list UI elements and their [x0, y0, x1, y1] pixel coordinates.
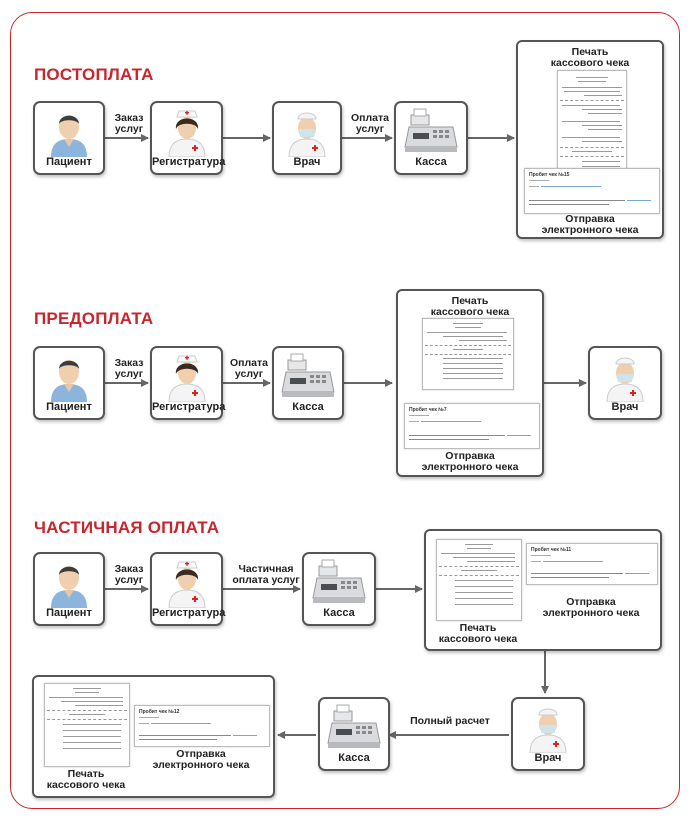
patient-icon: [51, 115, 87, 157]
paper-receipt: [436, 539, 522, 621]
diagram-frame: [10, 12, 680, 809]
paper-receipt: [422, 318, 514, 390]
cash-register-icon: [281, 353, 335, 397]
node-label: Регистратура: [152, 607, 226, 619]
node-cashier-postpay: Касса: [394, 101, 468, 175]
node-label: Регистратура: [152, 401, 226, 413]
email-subject: Пробит чек №12: [139, 709, 180, 715]
node-registry-prepay: Регистратура: [150, 346, 226, 420]
node-patient-postpay: Пациент: [33, 101, 105, 175]
node-doctor-postpay: Врач: [272, 101, 342, 175]
email-receipt: Пробит чек №7: [404, 403, 540, 449]
email-subject: Пробит чек №11: [531, 547, 572, 553]
doctor-icon: [288, 112, 326, 157]
email-receipt: Пробит чек №15: [524, 168, 660, 214]
section-title-postpay: ПОСТОПЛАТА: [34, 65, 154, 84]
cash-register-icon: [327, 704, 381, 748]
node-label: Пациент: [46, 607, 92, 619]
node-label: Пациент: [46, 156, 92, 168]
arrow-label-full-settlement: Полный расчет: [410, 715, 490, 727]
doctor-icon: [606, 357, 644, 402]
email-receipt: Пробит чек №11: [526, 543, 658, 585]
node-doctor-partial: Врач: [511, 697, 585, 771]
nurse-icon: [167, 110, 206, 157]
node-cashier-prepay: Касса: [272, 346, 344, 420]
node-label: Касса: [323, 607, 355, 619]
node-registry-postpay: Регистратура: [150, 101, 226, 175]
node-doctor-prepay: Врач: [588, 346, 662, 420]
patient-icon: [51, 360, 87, 402]
node-registry-partial: Регистратура: [150, 552, 226, 626]
node-label: Врач: [534, 752, 562, 764]
cash-register-icon: [312, 559, 366, 603]
node-patient-partial: Пациент: [33, 552, 105, 626]
email-receipt: Пробит чек №12: [134, 705, 270, 747]
node-label: Врач: [293, 156, 321, 168]
nurse-icon: [167, 355, 206, 402]
email-subject: Пробит чек №15: [529, 172, 570, 178]
email-subject: Пробит чек №7: [409, 407, 447, 413]
node-patient-prepay: Пациент: [33, 346, 105, 420]
node-label: Касса: [338, 752, 370, 764]
node-label: Касса: [415, 156, 447, 168]
section-title-partial: ЧАСТИЧНАЯ ОПЛАТА: [34, 518, 220, 537]
node-label: Пациент: [46, 401, 92, 413]
node-label: Регистратура: [152, 156, 226, 168]
node-label: Врач: [611, 401, 639, 413]
node-cashier-partial: Касса: [302, 552, 376, 626]
section-title-prepay: ПРЕДОПЛАТА: [34, 309, 154, 328]
node-cashier-final: Касса: [318, 697, 390, 771]
cash-register-icon: [404, 108, 458, 152]
nurse-icon: [167, 561, 206, 608]
doctor-icon: [529, 708, 567, 753]
paper-receipt: [44, 683, 130, 767]
node-label: Касса: [292, 401, 324, 413]
patient-icon: [51, 566, 87, 608]
